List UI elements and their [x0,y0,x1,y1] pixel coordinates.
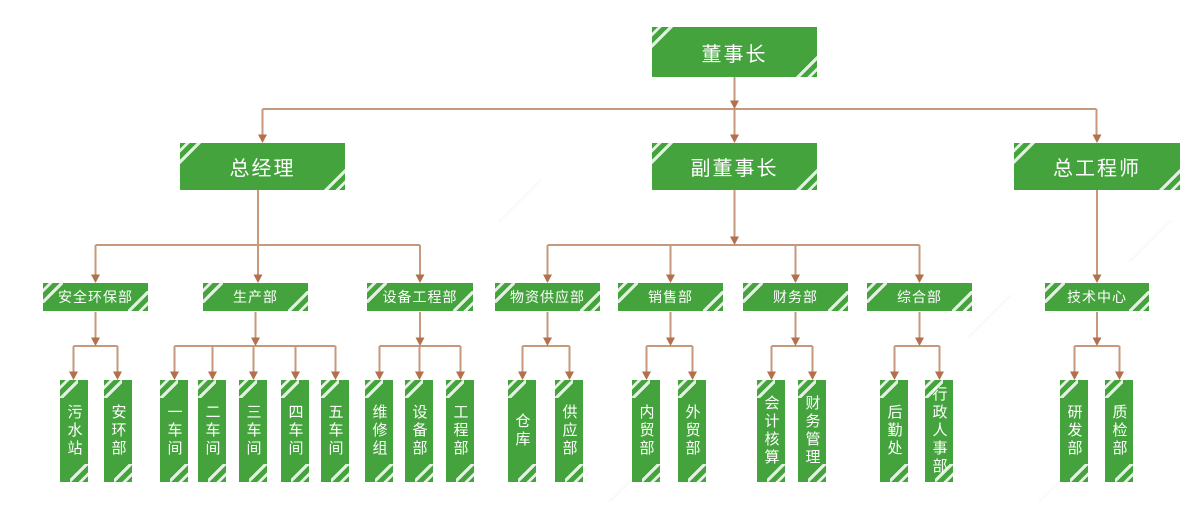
org-node-domestic-trade-dept: 内贸部 [632,380,660,482]
org-node-label: 财务部 [773,289,818,305]
org-node-equipment-dept: 设备部 [405,380,433,482]
org-node-sales-dept: 销售部 [618,283,723,311]
org-node-safety-env-office: 安环部 [104,380,132,482]
org-node-label: 三车间 [244,404,262,458]
org-node-finance-dept: 财务部 [743,283,848,311]
org-node-production-dept: 生产部 [203,283,308,311]
org-node-label: 五车间 [326,404,344,458]
org-node-workshop-1: 一车间 [160,380,188,482]
org-node-workshop-3: 三车间 [239,380,267,482]
org-node-label: 物资供应部 [510,289,585,305]
org-node-label: 内贸部 [637,404,655,458]
org-node-label: 仓库 [513,413,531,449]
org-node-label: 二车间 [203,404,221,458]
org-node-label: 污水站 [65,404,83,458]
org-node-accounting: 会计核算 [757,380,785,482]
org-node-logistics-office: 后勤处 [880,380,908,482]
org-node-label: 行政人事部 [930,386,948,476]
org-node-label: 技术中心 [1067,289,1127,305]
org-node-workshop-5: 五车间 [321,380,349,482]
org-node-workshop-2: 二车间 [198,380,226,482]
org-node-general-affairs-dept: 综合部 [867,283,972,311]
org-node-material-supply-dept: 物资供应部 [495,283,600,311]
org-node-label: 副董事长 [690,158,779,180]
org-node-chief-engineer: 总工程师 [1014,143,1180,190]
org-node-vice-chairman: 副董事长 [652,143,817,190]
org-node-label: 董事长 [701,43,768,66]
org-node-label: 安环部 [109,404,127,458]
org-node-chairman: 董事长 [652,27,817,77]
org-node-safety-env-dept: 安全环保部 [43,283,148,311]
org-node-label: 生产部 [233,289,278,305]
org-node-quality-inspection-dept: 质检部 [1105,380,1133,482]
org-node-label: 后勤处 [885,404,903,458]
org-node-label: 供应部 [560,404,578,458]
org-node-label: 设备部 [410,404,428,458]
org-node-label: 会计核算 [762,395,780,467]
org-node-label: 研发部 [1065,404,1083,458]
org-node-admin-hr-dept: 行政人事部 [925,380,953,482]
org-node-supply-dept: 供应部 [555,380,583,482]
org-node-foreign-trade-dept: 外贸部 [678,380,706,482]
org-node-label: 综合部 [897,289,942,305]
org-node-label: 总经理 [229,158,296,180]
org-node-tech-center: 技术中心 [1045,283,1149,311]
org-node-label: 维修组 [370,404,388,458]
org-node-engineering-dept: 工程部 [446,380,474,482]
org-node-maintenance-group: 维修组 [365,380,393,482]
org-node-rnd-dept: 研发部 [1060,380,1088,482]
org-node-label: 工程部 [451,404,469,458]
org-node-financial-management: 财务管理 [798,380,826,482]
org-node-workshop-4: 四车间 [281,380,309,482]
org-node-label: 财务管理 [803,395,821,467]
org-node-label: 设备工程部 [382,289,458,305]
org-node-sewage-station: 污水站 [60,380,88,482]
org-node-label: 质检部 [1110,404,1128,458]
org-node-warehouse: 仓库 [508,380,536,482]
org-node-label: 一车间 [165,404,183,458]
org-node-label: 总工程师 [1053,158,1141,180]
org-node-label: 安全环保部 [58,289,133,305]
org-node-label: 外贸部 [683,404,701,458]
org-node-equipment-eng-dept: 设备工程部 [367,283,473,311]
org-node-label: 销售部 [648,289,693,305]
org-node-label: 四车间 [286,404,304,458]
org-node-general-manager: 总经理 [180,143,345,190]
